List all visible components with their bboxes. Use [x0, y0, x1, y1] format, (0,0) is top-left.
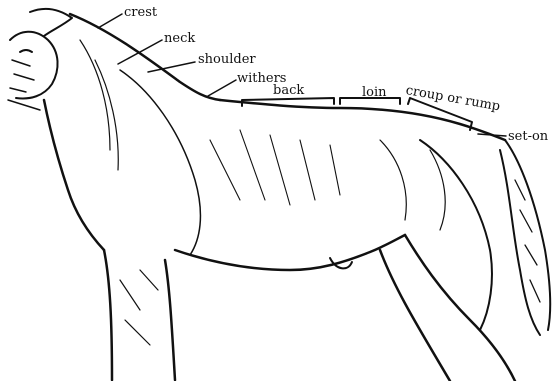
label-back: back [273, 84, 304, 97]
dog-tail-hair [515, 180, 540, 302]
dog-shoulder-muscle [120, 70, 200, 255]
dog-croup-muscle [380, 140, 445, 230]
dog-eye [20, 50, 32, 52]
dog-hind-leg [380, 235, 515, 381]
dog-belly-outline [175, 235, 405, 270]
label-set-on: set-on [508, 130, 548, 143]
label-loin: loin [362, 86, 387, 99]
dog-front-leg [104, 250, 175, 380]
leader-crest [98, 14, 122, 28]
dog-head [10, 32, 58, 99]
dog-front-leg-shading [120, 270, 158, 345]
dog-throat-outline [44, 100, 104, 250]
leader-withers [208, 80, 236, 96]
dog-neck-muscle [80, 40, 118, 170]
label-neck: neck [164, 32, 195, 45]
dog-ribcage-shading [210, 130, 340, 205]
dog-muzzle-shading [10, 60, 34, 92]
leader-set-on [478, 134, 506, 136]
label-crest: crest [124, 6, 157, 19]
dog-mouth-line [8, 100, 40, 110]
dog-hind-thigh [420, 140, 492, 330]
dog-tail [500, 140, 550, 335]
label-shoulder: shoulder [198, 53, 256, 66]
